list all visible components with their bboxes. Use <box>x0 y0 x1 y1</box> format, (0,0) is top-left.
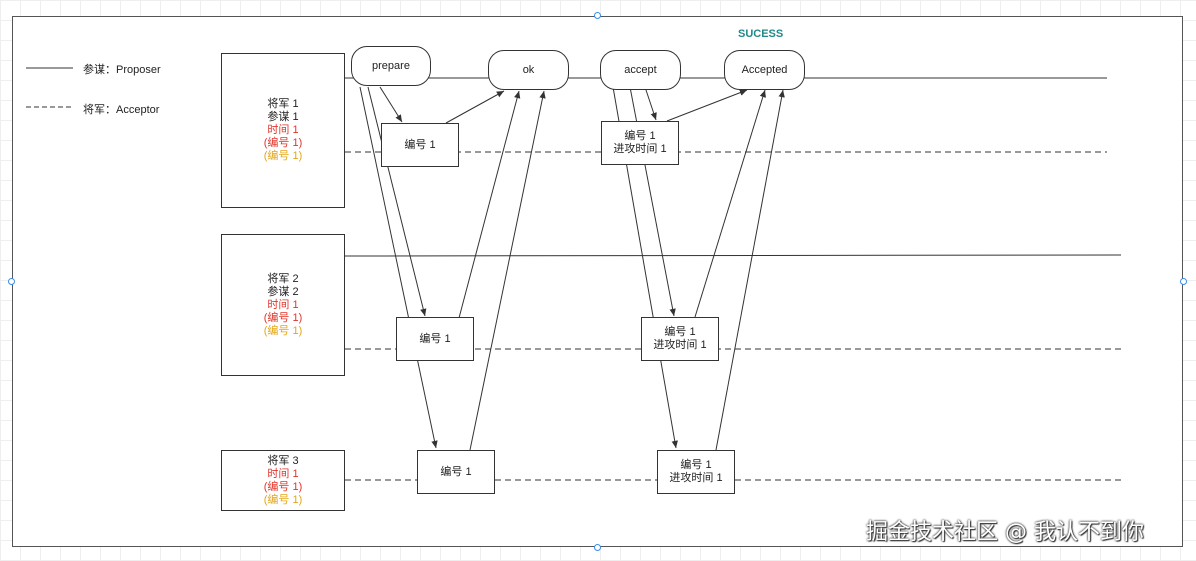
general2-time: 时间 1 <box>267 298 299 311</box>
general2-proposer: 参谋 2 <box>267 285 299 298</box>
general2-number-yellow: (编号 1) <box>263 324 303 337</box>
acc3-accepted-arrow <box>715 89 785 451</box>
acc1-prepare-box[interactable]: 编号 1 <box>381 123 459 167</box>
general3-name: 将军 3 <box>267 454 299 467</box>
general3-number-yellow: (编号 1) <box>263 493 303 506</box>
general3-node[interactable]: 将军 3 时间 1 (编号 1) (编号 1) <box>221 450 345 511</box>
general1-node[interactable]: 将军 1 参谋 1 时间 1 (编号 1) (编号 1) <box>221 53 345 208</box>
acc2-accept-time: 进攻时间 1 <box>653 339 707 351</box>
general1-number-red: (编号 1) <box>263 137 303 149</box>
watermark: 掘金技术社区 @ 我认不到你 <box>866 520 1144 545</box>
acc1-accept-time: 进攻时间 1 <box>613 143 667 155</box>
acc3-accept-number: 编号 1 <box>680 459 712 471</box>
resize-handle-left[interactable] <box>8 278 15 285</box>
acc3-prepare-box[interactable]: 编号 1 <box>417 450 495 494</box>
legend-acceptor-label: 将军：Acceptor <box>83 104 160 116</box>
acc1-ok-arrow <box>445 90 505 124</box>
general2-number-red: (编号 1) <box>263 311 303 324</box>
general2-node[interactable]: 将军 2 参谋 2 时间 1 (编号 1) (编号 1) <box>221 234 345 376</box>
general1-time: 时间 1 <box>267 124 299 136</box>
acc1-accepted-arrow <box>666 89 748 122</box>
acc3-accept-time: 进攻时间 1 <box>669 472 723 484</box>
acc3-ok-arrow <box>469 90 546 451</box>
acc1-accept-box[interactable]: 编号 1 进攻时间 1 <box>601 121 679 165</box>
acc1-accept-number: 编号 1 <box>624 130 656 142</box>
acc2-accept-box[interactable]: 编号 1 进攻时间 1 <box>641 317 719 361</box>
sucess-label: SUCESS <box>738 28 784 40</box>
accepted-node[interactable]: Accepted <box>724 50 805 90</box>
acc2-ok-arrow <box>458 90 521 319</box>
legend-proposer-label: 参谋：Proposer <box>83 64 161 76</box>
acc2-prepare-box[interactable]: 编号 1 <box>396 317 474 361</box>
accept-node[interactable]: accept <box>600 50 681 90</box>
general3-number-red: (编号 1) <box>263 480 303 493</box>
general1-name: 将军 1 <box>267 98 299 110</box>
general1-proposer: 参谋 1 <box>267 111 299 123</box>
proposer2-timeline <box>344 254 1122 257</box>
canvas-frame <box>12 16 1183 547</box>
prepare-to-acc3-arrow <box>359 86 438 449</box>
general1-number-yellow: (编号 1) <box>263 150 303 162</box>
accept-to-acc1-arrow <box>644 86 657 121</box>
prepare-to-acc2-arrow <box>367 86 427 317</box>
resize-handle-bottom[interactable] <box>594 544 601 551</box>
prepare-to-acc1-arrow <box>379 86 403 123</box>
resize-handle-top[interactable] <box>594 12 601 19</box>
general2-name: 将军 2 <box>267 272 299 285</box>
prepare-node[interactable]: prepare <box>351 46 431 86</box>
ok-node[interactable]: ok <box>488 50 569 90</box>
acc2-accept-number: 编号 1 <box>664 326 696 338</box>
acc2-accepted-arrow <box>694 89 766 318</box>
resize-handle-right[interactable] <box>1180 278 1187 285</box>
acc3-accept-box[interactable]: 编号 1 进攻时间 1 <box>657 450 735 494</box>
general3-time: 时间 1 <box>267 467 299 480</box>
